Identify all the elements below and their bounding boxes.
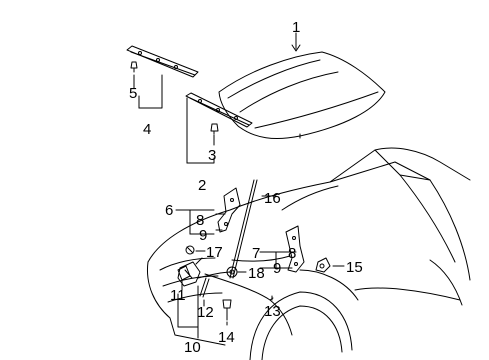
callout-15: 15 <box>346 259 363 276</box>
callout-14: 14 <box>218 329 235 346</box>
callout-3: 3 <box>208 147 216 164</box>
clip-part-5 <box>130 61 138 73</box>
callout-13: 13 <box>264 303 281 320</box>
callout-7: 7 <box>252 245 260 262</box>
hood-striker <box>177 265 191 291</box>
hood-lock <box>177 257 233 287</box>
callout-5: 5 <box>129 85 137 102</box>
callout-8-left: 8 <box>196 212 204 229</box>
clip-part-14 <box>222 299 232 321</box>
leaders-lower <box>175 209 297 339</box>
callout-18: 18 <box>248 265 265 282</box>
hood-seal-upper <box>126 45 199 78</box>
callout-labels: 1 5 4 3 2 6 16 8 9 7 8 9 17 15 18 11 12 … <box>129 19 363 356</box>
callout-16: 16 <box>264 190 281 207</box>
callout-2: 2 <box>198 177 206 194</box>
callout-6: 6 <box>165 202 173 219</box>
hood-seal-lower <box>185 92 253 128</box>
hood-support-rod <box>229 179 277 279</box>
callout-9-right: 9 <box>273 260 281 277</box>
callout-9-left: 9 <box>199 227 207 244</box>
callout-17: 17 <box>206 244 223 261</box>
callout-4: 4 <box>143 121 151 138</box>
hood-panel <box>218 51 386 140</box>
callout-10: 10 <box>184 339 201 356</box>
callout-12: 12 <box>197 304 214 321</box>
release-lever <box>199 277 210 298</box>
leaders-upper <box>133 32 301 164</box>
bumper-clip <box>185 245 206 255</box>
car-front-body <box>146 147 471 360</box>
latch-part-15 <box>315 257 345 273</box>
cable-grommet <box>226 266 247 278</box>
callout-1: 1 <box>292 19 300 36</box>
callout-8-right: 8 <box>288 245 296 262</box>
hood-hinge-left <box>215 187 241 233</box>
clip-part-3 <box>210 123 219 135</box>
callout-11: 11 <box>170 287 186 304</box>
